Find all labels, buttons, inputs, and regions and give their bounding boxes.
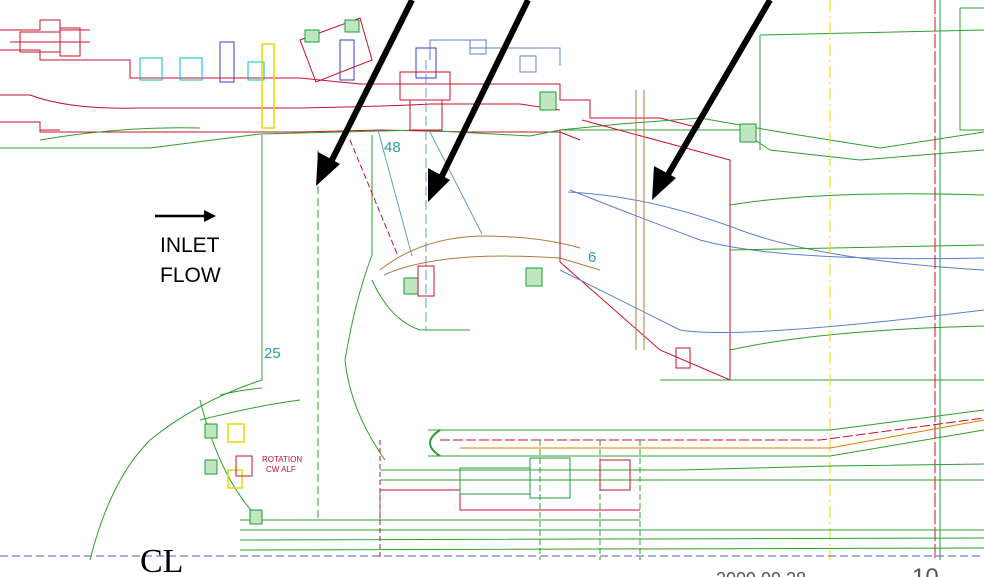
vane-6-frame bbox=[559, 119, 731, 381]
arrow-1-head bbox=[316, 152, 340, 186]
strut-leading-edge bbox=[89, 135, 263, 561]
station-label-6: 6 bbox=[588, 249, 596, 266]
arrow-3-shaft bbox=[663, 0, 773, 180]
lower-case-2 bbox=[239, 519, 984, 551]
hardware bbox=[10, 17, 757, 525]
vane-6-airfoil bbox=[567, 189, 984, 271]
callout-arrows bbox=[316, 0, 773, 202]
shaft-inner bbox=[440, 417, 984, 441]
casing-right-top bbox=[759, 0, 984, 560]
gear-box-3 bbox=[599, 459, 631, 491]
exhaust-duct-outer bbox=[729, 193, 984, 251]
rotation-label-line2: CW ALF bbox=[266, 465, 296, 474]
upper-flowpath-outer bbox=[0, 117, 984, 149]
centerline-label: CL bbox=[140, 543, 183, 577]
vane-6 bbox=[559, 0, 984, 560]
green-bolts bbox=[204, 19, 757, 525]
gear-box-1 bbox=[459, 467, 531, 495]
nacelle-flange bbox=[0, 19, 90, 31]
hub-48 bbox=[379, 235, 601, 276]
vane-6-lower bbox=[559, 269, 984, 333]
gear-box-2 bbox=[529, 457, 571, 499]
red-parts bbox=[40, 129, 691, 477]
inlet-label-line1: INLET bbox=[160, 234, 220, 257]
inlet-flow-arrow bbox=[155, 210, 216, 222]
shroud-right bbox=[560, 129, 984, 161]
station-label-48: 48 bbox=[384, 139, 401, 156]
outer-case bbox=[0, 0, 984, 560]
upper-flowpath-inner bbox=[39, 127, 201, 141]
flange-bolts-left bbox=[139, 57, 265, 81]
outer-case-lower-wall bbox=[0, 94, 561, 111]
outer-case-inner-line bbox=[0, 121, 581, 141]
vane-48-dash bbox=[349, 139, 399, 257]
date-stamp: 2009 09 28 bbox=[716, 569, 806, 577]
top-pipe bbox=[429, 39, 561, 73]
page-number: 10 bbox=[912, 564, 939, 577]
fittings-top bbox=[219, 39, 437, 83]
arrow-2-shaft bbox=[437, 0, 531, 182]
casing-right-box bbox=[959, 7, 984, 131]
shaft-tube bbox=[428, 409, 984, 457]
rotation-label-line1: ROTATION bbox=[262, 455, 302, 464]
outer-case-upper-wall bbox=[0, 49, 701, 129]
vane-48-outline bbox=[377, 129, 483, 257]
arrow-1-shaft bbox=[327, 0, 415, 166]
shaft-assembly bbox=[199, 399, 984, 560]
top-left-bolt bbox=[10, 27, 90, 57]
lower-case-1 bbox=[380, 463, 984, 481]
strut-inner bbox=[199, 387, 301, 421]
hub-48-lower bbox=[371, 279, 470, 331]
yellow-parts bbox=[227, 43, 275, 489]
inlet-strut bbox=[89, 135, 386, 561]
inlet-label-line2: FLOW bbox=[160, 264, 221, 287]
arrow-2-head bbox=[428, 168, 450, 202]
lower-case-3 bbox=[380, 489, 640, 511]
exhaust-duct-mid bbox=[660, 325, 984, 381]
bracket-assembly bbox=[299, 17, 451, 131]
strut-trailing-edge bbox=[344, 135, 386, 461]
vane-48 bbox=[349, 60, 601, 331]
arrow-3-head bbox=[652, 166, 676, 200]
station-label-25: 25 bbox=[264, 345, 281, 362]
shaft-orange bbox=[460, 419, 984, 449]
shaft-nose bbox=[429, 429, 441, 457]
